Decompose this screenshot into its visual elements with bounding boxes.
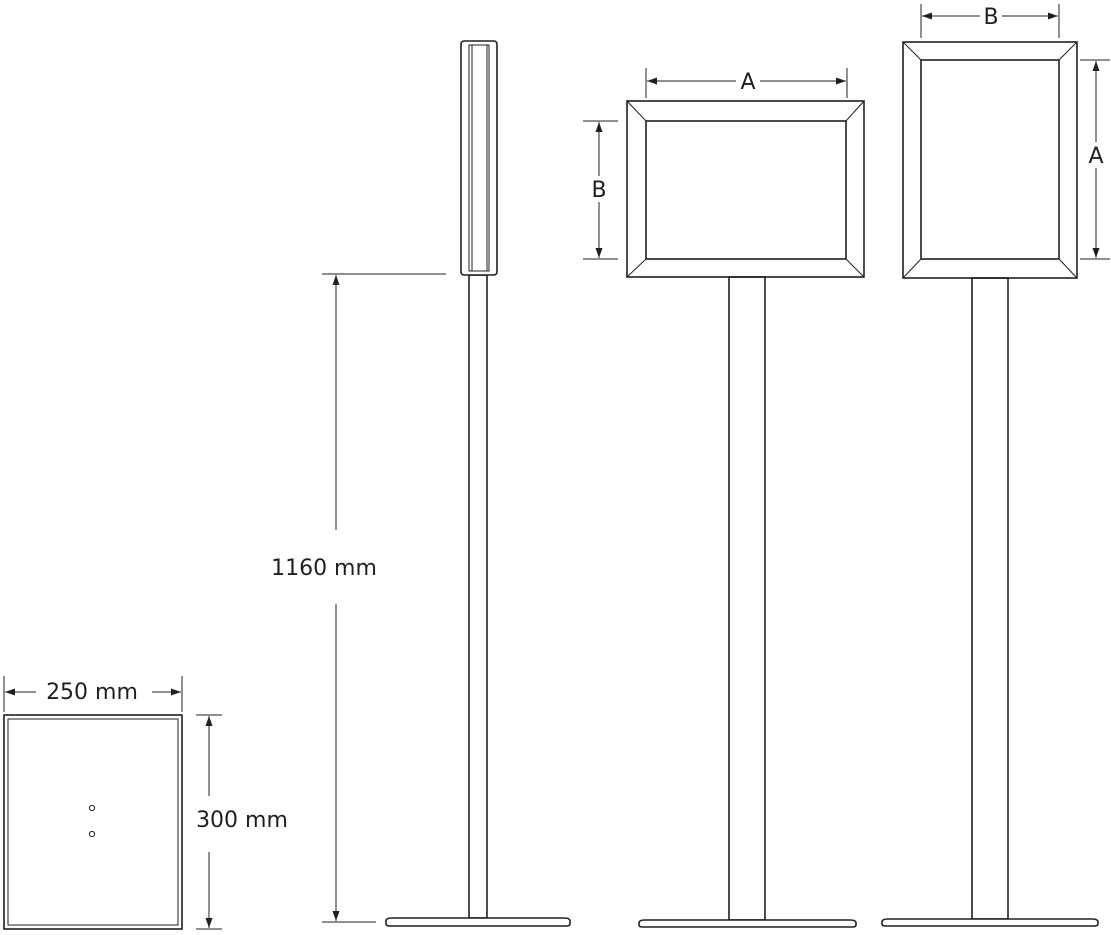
portrait-frame-outer <box>902 41 1078 279</box>
landscape-frame-outer <box>626 100 865 278</box>
base-plate-view: 250 mm 300 mm <box>3 676 288 930</box>
mounting-hole-top <box>88 804 96 812</box>
landscape-frame-inner <box>645 120 847 260</box>
base-plate-inner <box>7 718 179 926</box>
mounting-hole-bottom <box>88 830 96 838</box>
base-width-label: 250 mm <box>46 680 138 705</box>
side-base-foot <box>385 917 571 927</box>
base-plate-outer <box>3 714 183 930</box>
landscape-stand: A B <box>583 68 865 928</box>
base-height-label: 300 mm <box>196 808 288 833</box>
portrait-stand: B A <box>881 4 1110 927</box>
side-frame-profile <box>460 40 498 276</box>
landscape-pole <box>728 276 766 921</box>
landscape-a-label: A <box>740 70 755 95</box>
landscape-base-foot <box>638 919 857 928</box>
side-view-stand: 1160 mm <box>271 40 571 927</box>
portrait-pole <box>971 277 1009 920</box>
stand-height-label: 1160 mm <box>271 556 377 581</box>
portrait-base-foot <box>881 918 1099 927</box>
landscape-b-label: B <box>591 178 606 203</box>
portrait-b-label: B <box>983 5 998 30</box>
portrait-a-label: A <box>1088 144 1103 169</box>
portrait-frame-inner <box>920 59 1060 260</box>
side-pole <box>468 274 488 919</box>
